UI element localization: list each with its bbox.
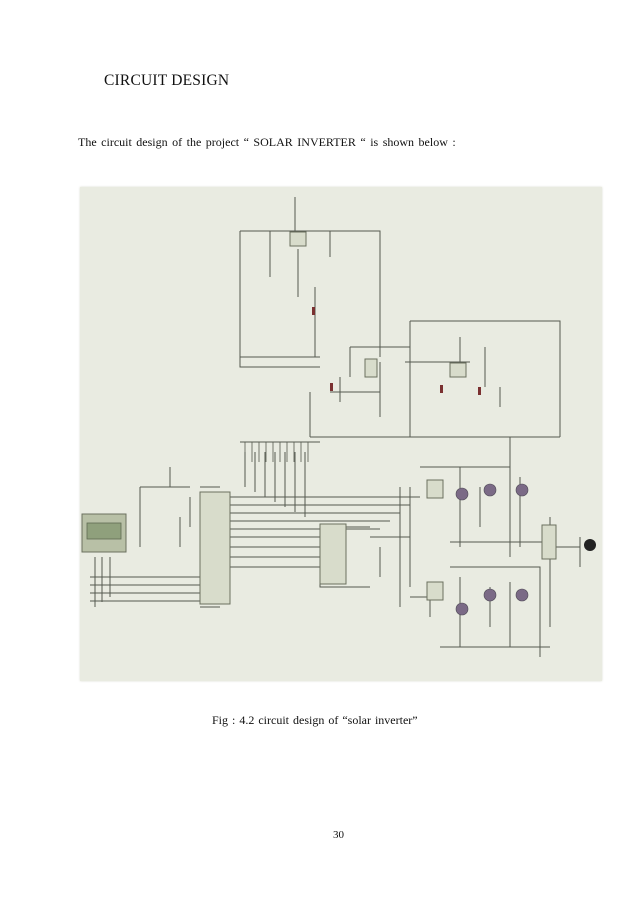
- circuit-schematic-drawing: [81, 197, 596, 657]
- figure-caption: Fig : 4.2 circuit design of “solar inver…: [212, 713, 418, 727]
- page-number: 30: [333, 829, 344, 841]
- circuit-schematic-figure: [80, 187, 602, 681]
- section-heading: CIRCUIT DESIGN: [104, 72, 230, 89]
- intro-paragraph: The circuit design of the project “ SOLA…: [78, 135, 456, 149]
